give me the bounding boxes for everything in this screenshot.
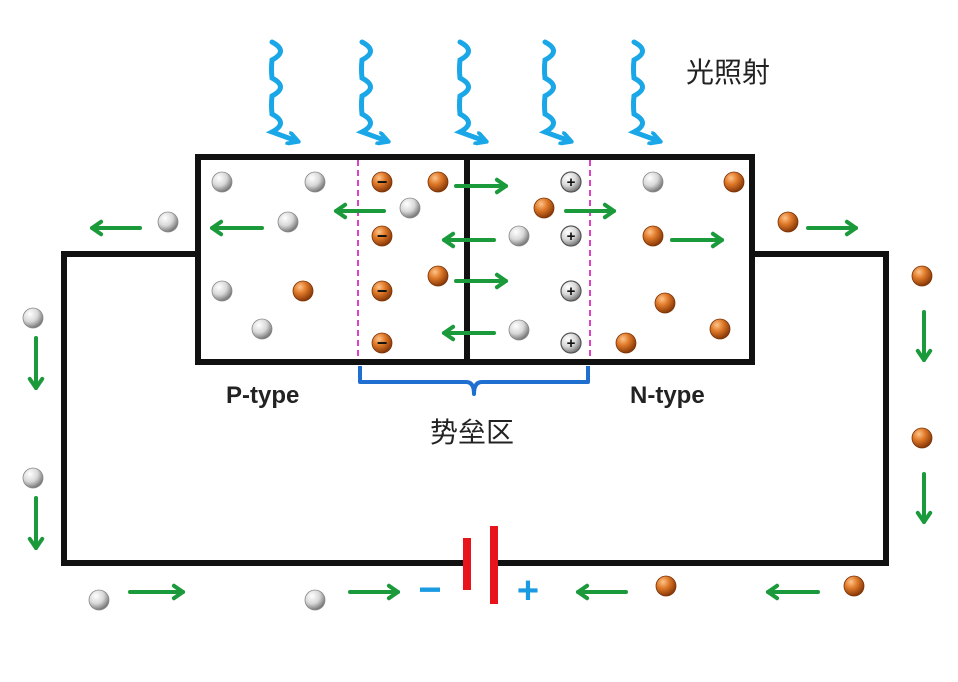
battery-plus-sign: +	[517, 570, 539, 612]
hole-icon	[88, 589, 110, 611]
negative-ion-icon	[371, 225, 393, 247]
electron-icon	[642, 225, 664, 247]
p-type-label: P-type	[226, 382, 299, 409]
positive-ion-sign: +	[567, 174, 576, 191]
electron-icon	[655, 575, 677, 597]
electron-icon	[723, 171, 745, 193]
hole-icon	[399, 197, 421, 219]
negative-ion-icon	[371, 280, 393, 302]
light-label: 光照射	[686, 57, 770, 88]
green-arrow-icon	[915, 472, 933, 524]
electron-icon	[709, 318, 731, 340]
battery-negative-plate	[463, 538, 471, 590]
hole-icon	[211, 280, 233, 302]
green-arrow-icon	[128, 583, 185, 601]
hole-icon	[304, 171, 326, 193]
circuit-wire-right	[496, 251, 889, 566]
hole-icon	[277, 211, 299, 233]
battery-positive-plate	[490, 526, 498, 604]
light-ray-icon	[538, 39, 568, 140]
green-arrow-icon	[90, 219, 142, 237]
negative-ion-sign: −	[377, 281, 388, 301]
light-rays	[265, 39, 657, 140]
green-arrow-icon	[454, 272, 508, 290]
light-ray-icon	[453, 39, 483, 140]
hole-icon	[157, 211, 179, 233]
negative-ion-sign: −	[377, 172, 388, 192]
green-arrow-icon	[334, 202, 386, 220]
positive-ion-sign: +	[567, 228, 576, 245]
hole-icon	[304, 589, 326, 611]
depletion-brace	[358, 366, 590, 396]
negative-ion-sign: −	[377, 226, 388, 246]
negative-ion-icon	[371, 171, 393, 193]
electron-icon	[427, 171, 449, 193]
positive-ion-icon	[560, 171, 582, 193]
green-arrow-icon	[576, 583, 628, 601]
green-arrow-icon	[564, 202, 616, 220]
n-type-label: N-type	[630, 382, 705, 409]
pn-junction-box	[195, 154, 755, 365]
electron-icon	[654, 292, 676, 314]
green-arrow-icon	[766, 583, 820, 601]
green-arrow-icon	[806, 219, 858, 237]
hole-icon	[642, 171, 664, 193]
hole-icon	[508, 225, 530, 247]
electron-icon	[911, 427, 933, 449]
positive-ion-sign: +	[567, 335, 576, 352]
green-arrow-icon	[454, 177, 508, 195]
green-arrow-icon	[210, 219, 264, 237]
depletion-region-label: 势垒区	[430, 417, 514, 448]
charge-carriers: − − − − + + + +	[22, 171, 933, 611]
hole-icon	[22, 467, 44, 489]
hole-icon	[22, 307, 44, 329]
positive-ion-sign: +	[567, 283, 576, 300]
battery-minus-sign: −	[418, 568, 441, 612]
negative-ion-icon	[371, 332, 393, 354]
green-arrow-icon	[348, 583, 400, 601]
electron-icon	[427, 265, 449, 287]
positive-ion-icon	[560, 332, 582, 354]
electron-icon	[843, 575, 865, 597]
hole-icon	[508, 319, 530, 341]
positive-ion-icon	[560, 225, 582, 247]
positive-ion-icon	[560, 280, 582, 302]
electron-icon	[911, 265, 933, 287]
green-arrow-icon	[27, 336, 45, 390]
green-arrow-icon	[442, 324, 496, 342]
hole-icon	[251, 318, 273, 340]
green-arrow-icon	[27, 496, 45, 550]
hole-icon	[211, 171, 233, 193]
green-arrow-icon	[670, 231, 724, 249]
flow-arrows	[27, 177, 933, 601]
circuit-wire	[61, 251, 466, 566]
electron-icon	[777, 211, 799, 233]
light-ray-icon	[355, 39, 385, 140]
green-arrow-icon	[915, 310, 933, 362]
green-arrow-icon	[442, 231, 496, 249]
negative-ion-sign: −	[377, 333, 388, 353]
light-ray-icon	[627, 39, 657, 140]
electron-icon	[292, 280, 314, 302]
electron-icon	[615, 332, 637, 354]
electron-icon	[533, 197, 555, 219]
light-ray-icon	[265, 39, 295, 140]
